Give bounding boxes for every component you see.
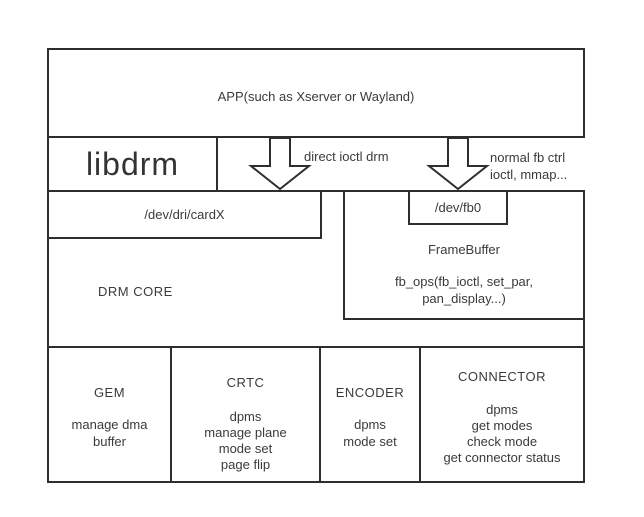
feature-line: mode set bbox=[343, 434, 397, 449]
fb-ops-line: pan_display...) bbox=[422, 291, 506, 306]
feature-line: page flip bbox=[220, 457, 271, 472]
feature-line: buffer bbox=[92, 434, 126, 449]
crtc-features: dpms manage plane mode set page flip bbox=[172, 409, 319, 473]
down-arrow-direct-ioctl-icon bbox=[248, 137, 312, 191]
framebuffer-fb-ops: fb_ops(fb_ioctl, set_par, pan_display...… bbox=[345, 273, 583, 307]
feature-line: check mode bbox=[466, 434, 538, 449]
feature-line: dpms bbox=[229, 409, 262, 424]
gem-features: manage dma buffer bbox=[49, 416, 170, 450]
dev-fb0-label: /dev/fb0 bbox=[434, 200, 482, 215]
feature-line: dpms bbox=[354, 417, 386, 432]
encoder-title: ENCODER bbox=[335, 385, 405, 400]
down-arrow-normal-fb-icon bbox=[426, 137, 490, 191]
app-label: APP(such as Xserver or Wayland) bbox=[217, 88, 415, 104]
gem-title: GEM bbox=[93, 385, 126, 400]
feature-line: get connector status bbox=[443, 450, 561, 465]
normal-fb-arrow-label-line: normal fb ctrl bbox=[490, 150, 566, 165]
dev-dri-cardx-box: /dev/dri/cardX bbox=[47, 190, 322, 239]
drm-core-label: DRM CORE bbox=[98, 284, 173, 299]
crtc-box: CRTC dpms manage plane mode set page fli… bbox=[170, 346, 321, 483]
libdrm-box: libdrm bbox=[47, 136, 218, 192]
connector-title: CONNECTOR bbox=[457, 369, 547, 384]
feature-line: mode set bbox=[218, 441, 273, 456]
feature-line: manage dma bbox=[71, 417, 148, 432]
feature-line: get modes bbox=[471, 418, 533, 433]
dev-fb0-box: /dev/fb0 bbox=[408, 190, 508, 225]
direct-ioctl-arrow-label: direct ioctl drm bbox=[304, 149, 389, 164]
encoder-features: dpms mode set bbox=[321, 416, 419, 450]
crtc-title: CRTC bbox=[226, 375, 265, 390]
feature-line: dpms bbox=[486, 402, 518, 417]
dev-dri-cardx-label: /dev/dri/cardX bbox=[144, 207, 225, 222]
normal-fb-arrow-label-line: ioctl, mmap... bbox=[490, 167, 568, 182]
framebuffer-box: FrameBuffer fb_ops(fb_ioctl, set_par, pa… bbox=[343, 190, 585, 320]
app-box: APP(such as Xserver or Wayland) bbox=[47, 48, 585, 138]
connector-box: CONNECTOR dpms get modes check mode get … bbox=[419, 346, 585, 483]
fb-ops-line: fb_ops(fb_ioctl, set_par, bbox=[394, 274, 534, 289]
encoder-box: ENCODER dpms mode set bbox=[319, 346, 421, 483]
libdrm-label: libdrm bbox=[85, 145, 180, 182]
framebuffer-title: FrameBuffer bbox=[427, 242, 500, 257]
gem-box: GEM manage dma buffer bbox=[47, 346, 172, 483]
connector-features: dpms get modes check mode get connector … bbox=[421, 402, 583, 466]
normal-fb-arrow-label: normal fb ctrl ioctl, mmap... bbox=[490, 149, 567, 183]
feature-line: manage plane bbox=[204, 425, 287, 440]
